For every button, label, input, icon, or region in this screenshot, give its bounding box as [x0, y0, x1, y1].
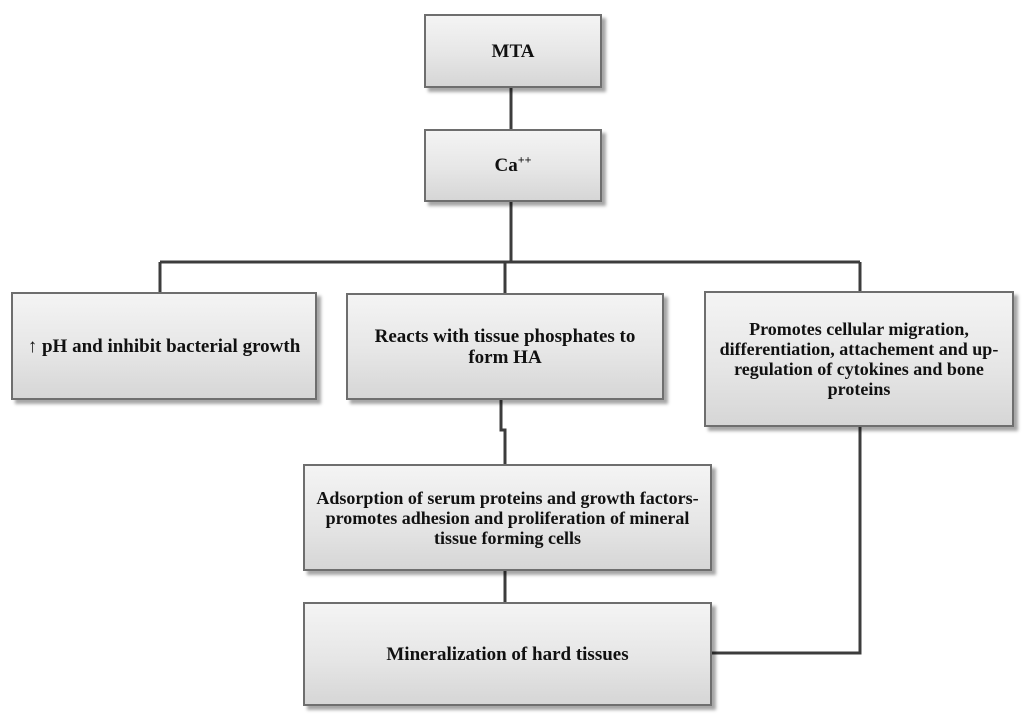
calcium-charge: ++: [517, 152, 532, 167]
node-reacts-label: Reacts with tissue phosphates to form HA: [374, 325, 636, 368]
node-reacts-tissue-phosphates: Reacts with tissue phosphates to form HA: [346, 293, 664, 400]
node-calcium-ion-label: Ca++: [489, 152, 538, 176]
node-mta: MTA: [424, 14, 602, 88]
calcium-symbol: Ca: [494, 155, 518, 176]
connector-promotes-mineral: [712, 427, 862, 655]
node-mta-label: MTA: [491, 40, 535, 62]
node-adsorption-serum-proteins: Adsorption of serum proteins and growth …: [303, 464, 712, 571]
node-mineralization-hard-tissues: Mineralization of hard tissues: [303, 602, 712, 706]
node-ph-inhibit-bacterial: ↑ pH and inhibit bacterial growth: [11, 292, 317, 400]
node-calcium-ion: Ca++: [424, 129, 602, 202]
node-promotes-cellular-migration: Promotes cellular migration, differentia…: [704, 291, 1014, 427]
connector-reacts-adsorption: [499, 400, 507, 464]
node-mineral-label: Mineralization of hard tissues: [386, 643, 629, 665]
node-ph-label: ↑ pH and inhibit bacterial growth: [27, 335, 301, 357]
node-adsorption-label: Adsorption of serum proteins and growth …: [316, 487, 699, 548]
node-promotes-label: Promotes cellular migration, differentia…: [719, 319, 999, 399]
